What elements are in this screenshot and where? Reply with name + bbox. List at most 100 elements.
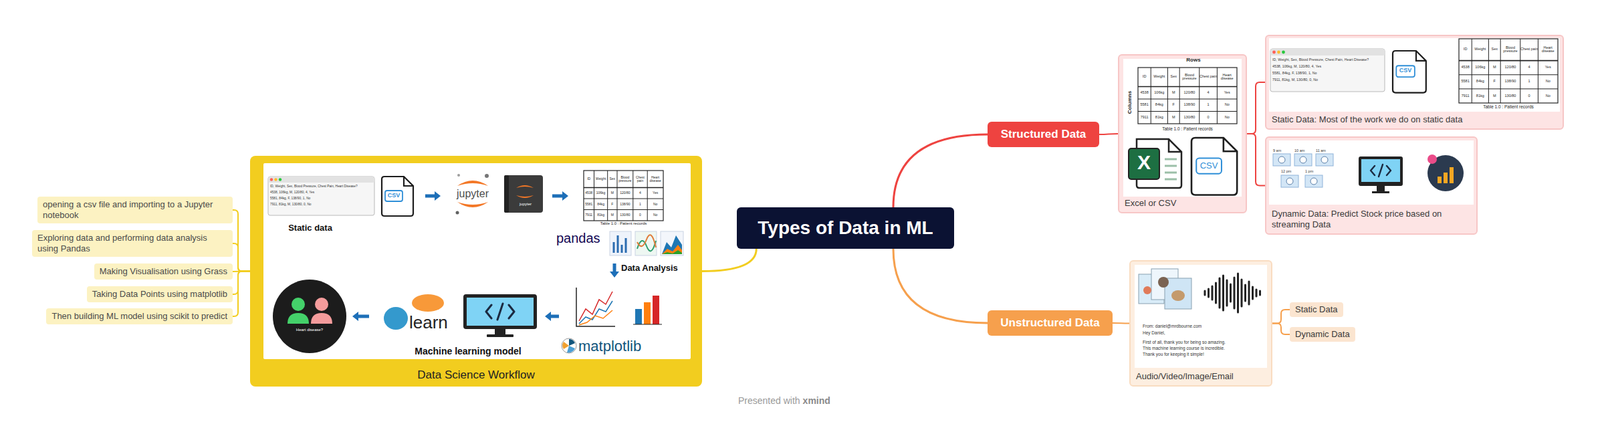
static-panel-canvas (1269, 38, 1560, 112)
table-cell: M (1172, 115, 1176, 120)
email-line: Hey Daniel, (1142, 330, 1166, 335)
table-cell: Sex (609, 177, 616, 181)
pandas-charts (661, 244, 682, 255)
jupyter-logo (457, 173, 461, 177)
label-holder: M (607, 209, 618, 222)
table-cell: 7911 (1461, 94, 1470, 99)
photo-stack (1138, 268, 1192, 309)
label-holder: 4538 (583, 187, 594, 200)
terminal-window (278, 177, 282, 181)
label-holder: Yes (647, 187, 664, 200)
table-grid (1471, 38, 1473, 103)
label-holder: Blood pressure (1179, 67, 1200, 87)
label-holder: Table 1.0 : Patient records (583, 221, 664, 226)
stock-coin (1427, 154, 1464, 192)
branch-connector (232, 271, 251, 317)
code-monitor (1370, 164, 1391, 177)
label-holder: 81kg (1471, 88, 1489, 103)
clock-tiles (1310, 177, 1318, 185)
table-cell: 1 (1207, 102, 1210, 107)
table-grid (607, 170, 608, 221)
label-holder: 4 (633, 187, 648, 200)
stock-coin (1443, 172, 1448, 184)
label-holder: 4538, 106kg, M, 120/80, 4, Yes (270, 190, 315, 195)
code-monitor (486, 334, 514, 337)
jupyter-book (504, 175, 543, 213)
pandas-charts (609, 231, 632, 256)
table-cell: F (1493, 79, 1496, 84)
table-grid (583, 209, 664, 210)
note-box: Making Visualisation using Grass (94, 263, 233, 280)
label-holder: X (1130, 152, 1158, 173)
email-line: This machine learning course is incredib… (1142, 345, 1225, 351)
table-cell: Blood pressure (1500, 46, 1521, 55)
table-caption: Table 1.0 : Patient records (1137, 126, 1237, 132)
branch-topic: Structured Data (987, 121, 1100, 148)
csv-icon (1392, 50, 1427, 93)
step-label: Data Analysis (621, 263, 678, 274)
code-monitor (466, 297, 534, 326)
time-label: 11 am (1315, 148, 1326, 153)
table-cell: 4 (1528, 65, 1531, 70)
excel-panel-canvas (1123, 58, 1242, 197)
code-monitor (486, 303, 515, 320)
patients-circle (287, 312, 309, 324)
table-cell: 84kg (597, 202, 605, 206)
line-chart (579, 310, 613, 325)
csv-icon (1416, 50, 1427, 61)
step-label: Static data (270, 223, 351, 234)
line-chart (576, 287, 616, 327)
terminal-window (1270, 48, 1385, 56)
label-holder: No (647, 209, 664, 222)
label-holder: M (1167, 111, 1180, 124)
patients-circle (291, 297, 305, 311)
label-holder: Sex (607, 170, 618, 188)
branch-connector (1246, 82, 1266, 134)
label-holder: Heart disease (1537, 38, 1558, 61)
label-holder: 5581 (583, 198, 594, 210)
terminal-window (1277, 50, 1281, 55)
excel-icon (1128, 139, 1182, 188)
clock-tiles (1273, 153, 1291, 166)
label-holder: 106kg (1471, 60, 1489, 75)
email-line: Thank you for keeping it simple! (1142, 351, 1205, 357)
table-cell: Blood pressure (617, 175, 634, 184)
stock-coin (1449, 167, 1454, 184)
csv-icon (403, 176, 414, 186)
table-cell: 4538 (1139, 90, 1149, 95)
table-cell: No (1545, 94, 1551, 99)
label-holder: 84kg (593, 198, 608, 210)
terminal-line: 5581, 84kg, F, 138/90, 1, No (270, 196, 311, 201)
excel-panel-canvas (1123, 58, 1242, 197)
flow-arrow (552, 191, 569, 201)
table-cell: Yes (1545, 65, 1552, 70)
label-holder: No (1216, 98, 1237, 111)
table-grid (583, 198, 664, 200)
label-holder: 138/90 (1179, 98, 1200, 111)
label-holder: Table 1.0 : Patient records (1458, 104, 1558, 109)
label-holder: From: daniel@mrdbourne.com (1142, 323, 1202, 329)
photo-stack (1143, 286, 1152, 295)
watermark: xmind (803, 395, 831, 406)
label-holder: 0 (633, 209, 648, 222)
branch-connector (1112, 322, 1130, 325)
table-cell: Yes (1224, 90, 1231, 95)
label-holder: 7911, 81kg, M, 130/80, 0, No (1272, 77, 1318, 82)
time-label: 12 pm (1281, 169, 1292, 174)
csv-icon (1396, 65, 1415, 77)
label-holder: 5581, 84kg, F, 138/90, 1, No (1272, 70, 1318, 75)
label-holder: Hey Daniel, (1142, 330, 1166, 335)
label-holder: jupyter (451, 187, 494, 200)
flow-arrow (544, 311, 559, 321)
branch-connector (1099, 133, 1118, 135)
line-chart (576, 287, 616, 327)
pandas-charts (613, 235, 626, 253)
label-holder: Weight (1471, 38, 1489, 61)
table-cell: 120/80 (1505, 65, 1517, 70)
note-text: opening a csv file and importing to a Ju… (42, 199, 228, 221)
table-cell: 0 (639, 213, 642, 217)
table-cell: Sex (1170, 74, 1177, 79)
jupyter-book (504, 175, 543, 213)
code-monitor (494, 328, 506, 335)
logo-text: jupyter (451, 187, 494, 200)
